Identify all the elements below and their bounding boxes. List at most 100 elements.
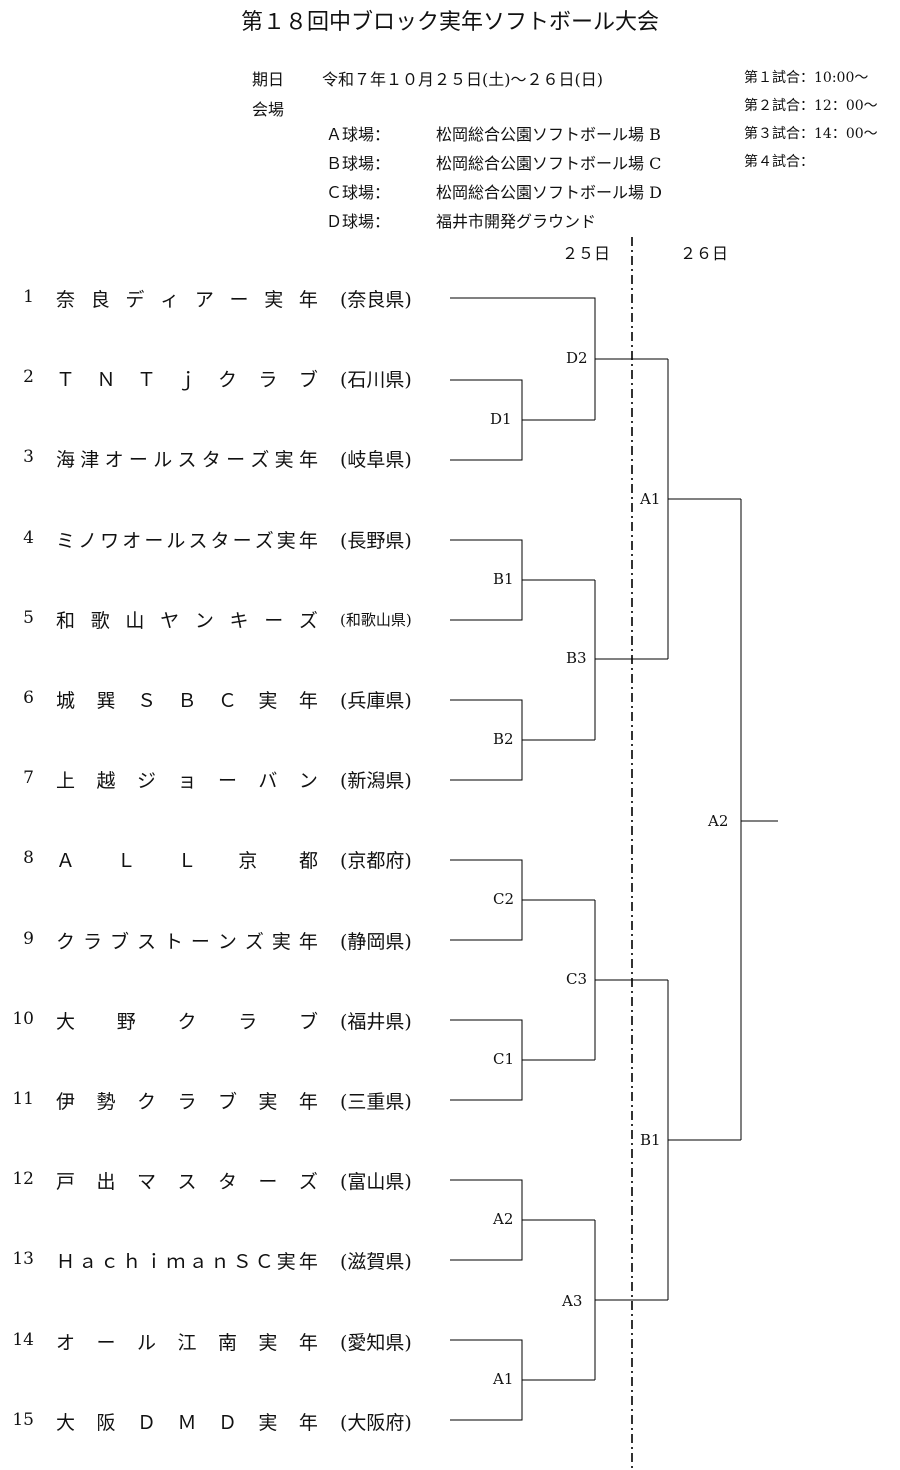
team-name-char: ア xyxy=(194,289,214,311)
team-name-char: 年 xyxy=(298,449,318,472)
team-name-char: 年 xyxy=(298,1091,318,1113)
team-name-char: 奈 xyxy=(56,289,76,311)
team-prefecture: (愛知県) xyxy=(340,1331,412,1354)
team-name-char: ス xyxy=(188,529,208,552)
team-name-char: オ xyxy=(104,449,124,472)
team-name-char: ブ xyxy=(109,930,129,953)
team-number: 2 xyxy=(23,367,34,388)
team-name-char: ズ xyxy=(298,1171,318,1194)
team-prefecture: (奈良県) xyxy=(340,289,412,311)
team-name-char: 実 xyxy=(258,1331,278,1354)
team-prefecture: (三重県) xyxy=(340,1091,412,1113)
team-name-char: 阪 xyxy=(96,1411,116,1434)
team-name-char: Ｌ xyxy=(177,850,197,873)
team-name-char: ク xyxy=(217,369,237,392)
team-number: 5 xyxy=(23,607,34,628)
team-name-char: タ xyxy=(201,449,221,472)
team-name-char: ノ xyxy=(78,529,98,552)
team-name-char: 越 xyxy=(96,770,116,793)
team-name-char: キ xyxy=(229,609,249,632)
team-name-char: ス xyxy=(177,449,197,472)
bracket-line-d1 xyxy=(450,379,595,461)
team-name-char: ラ xyxy=(238,1010,258,1033)
team-name-char: ｃ xyxy=(100,1251,120,1274)
team-prefecture: (和歌山県) xyxy=(340,610,412,629)
team-name: 伊勢クラブ実年 xyxy=(56,1087,318,1114)
match-label-c1: C1 xyxy=(491,1050,517,1068)
team-name-char: 山 xyxy=(125,609,145,632)
team-number: 8 xyxy=(23,848,34,869)
team-name-char: 巽 xyxy=(96,690,116,712)
team-number: 7 xyxy=(23,768,34,789)
team-name-char: Ｎ xyxy=(96,369,116,392)
team-name-char: ル xyxy=(136,1331,156,1354)
team-name-char: 年 xyxy=(298,1411,318,1434)
team-name: 海津オールスターズ実年 xyxy=(56,445,318,472)
schedule-game-4: 第４試合： xyxy=(744,154,814,170)
team-name: 大野クラブ xyxy=(56,1007,318,1034)
team-name-char: ズ xyxy=(298,609,318,632)
team-name-char: Ｈ xyxy=(56,1251,76,1274)
team-name-char: Ｃ xyxy=(254,1251,274,1274)
bracket-line-final xyxy=(740,499,778,1140)
venue-b-name: 松岡総合公園ソフトボール場 C xyxy=(436,154,662,173)
team-name-char: ａ xyxy=(188,1251,208,1274)
team-name-char: オ xyxy=(122,529,142,552)
team-prefecture: (石川県) xyxy=(340,369,412,392)
team-number: 12 xyxy=(12,1169,34,1190)
match-label-c2: C2 xyxy=(491,890,517,908)
team-name-char: Ｄ xyxy=(136,1411,156,1434)
team-name-char: デ xyxy=(125,289,145,311)
team-name-char: Ｄ xyxy=(217,1411,237,1434)
team-name-char: ジ xyxy=(136,770,156,793)
bracket-line-a1-semi xyxy=(667,359,741,659)
team-name: クラブストーンズ実年 xyxy=(56,927,318,954)
venue-label: 会場 xyxy=(252,100,285,119)
team-name-char: バ xyxy=(258,770,278,793)
team-name-char: ョ xyxy=(177,770,197,793)
match-label-d2: D2 xyxy=(564,349,590,367)
team-name-char: 大 xyxy=(56,1010,76,1033)
team-name-char: ミ xyxy=(56,529,76,552)
team-name-char: 良 xyxy=(90,289,110,311)
venue-c-name: 松岡総合公園ソフトボール場 D xyxy=(436,183,662,202)
venue-d-label: Ｄ球場： xyxy=(326,212,391,231)
team-name-char: 実 xyxy=(271,930,291,953)
team-name-char: 年 xyxy=(298,690,318,712)
match-label-a1: A1 xyxy=(491,1370,516,1388)
bracket-line-c2 xyxy=(450,859,595,941)
team-name-char: 実 xyxy=(258,1411,278,1434)
venue-c-label: Ｃ球場： xyxy=(326,183,391,202)
bracket-line-c1 xyxy=(450,1019,595,1101)
team-name-char: ｎ xyxy=(210,1251,230,1274)
bracket-line-b2 xyxy=(450,699,595,781)
team-prefecture: (静岡県) xyxy=(340,930,412,953)
team-prefecture: (滋賀県) xyxy=(340,1251,412,1274)
team-name-char: ー xyxy=(232,529,252,552)
team-name-char: ヤ xyxy=(160,609,180,632)
team-name-char: 歌 xyxy=(90,609,110,632)
team-name-char: ル xyxy=(153,449,173,472)
team-name-char: ズ xyxy=(250,449,270,472)
venue-d-name: 福井市開発グラウンド xyxy=(436,212,597,231)
team-name-char: ル xyxy=(166,529,186,552)
team-name-char: マ xyxy=(136,1171,156,1194)
match-label-a3: A3 xyxy=(560,1292,585,1310)
team-number: 13 xyxy=(12,1249,34,1270)
team-name-char: ｈ xyxy=(122,1251,142,1274)
team-name-char: 出 xyxy=(96,1171,116,1194)
team-name-char: 年 xyxy=(298,1331,318,1354)
team-name-char: Ｌ xyxy=(116,850,136,873)
team-name-char: 和 xyxy=(56,609,76,632)
team-name-char: Ａ xyxy=(56,850,76,873)
team-name-char: 大 xyxy=(56,1411,76,1434)
team-name-char: ス xyxy=(177,1171,197,1194)
team-name-char: 南 xyxy=(217,1331,237,1354)
team-name-char: ｍ xyxy=(166,1251,186,1274)
team-prefecture: (岐阜県) xyxy=(340,449,412,472)
